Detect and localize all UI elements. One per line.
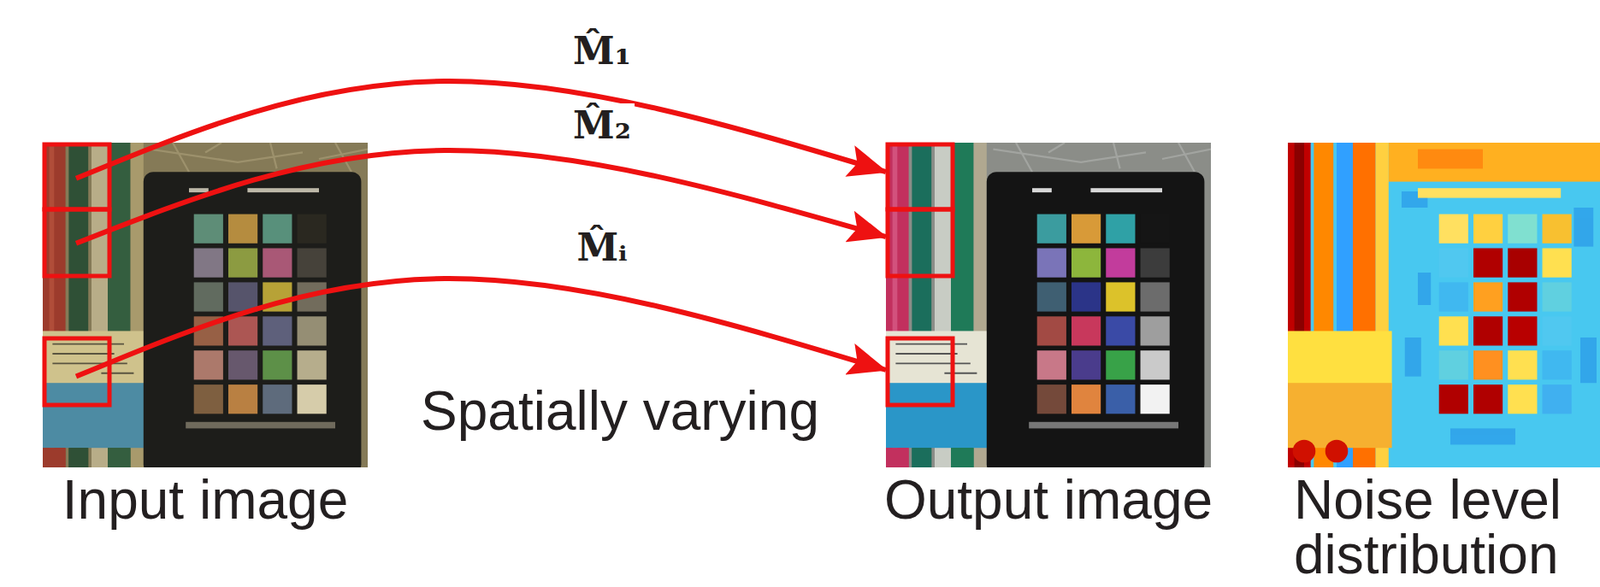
panel-caption: Output image [884,472,1213,528]
image-panel: Input image [42,142,368,468]
image-panel: Noise level distribution [1287,142,1600,468]
panel-caption: Input image [62,472,349,528]
transform-arrow [76,150,886,244]
transform-arrow [76,278,886,378]
matrix-label: M̂₁ [569,29,635,75]
annotation-text: Spatially varying [420,383,820,439]
input-photo [42,142,368,468]
matrix-label: M̂₂ [569,103,635,149]
panel-caption: Noise level distribution [1293,472,1595,583]
noise-heatmap [1287,142,1600,468]
image-panel: Output image [885,142,1211,468]
matrix-label: M̂ᵢ [572,225,631,272]
output-photo [885,142,1211,468]
transform-arrow [76,81,886,179]
region-boxes [44,144,953,406]
